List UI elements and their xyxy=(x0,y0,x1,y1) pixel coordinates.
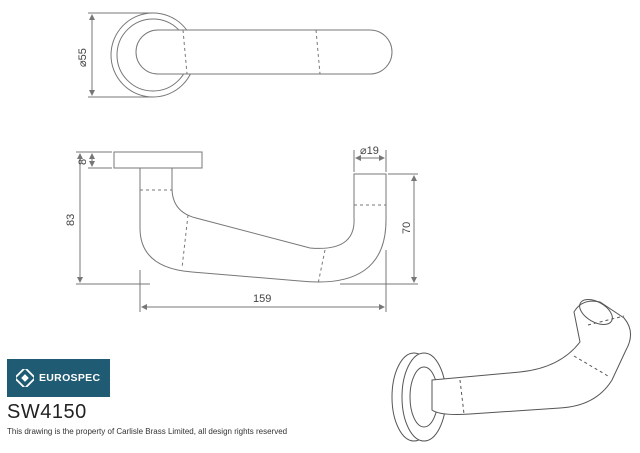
rose-thickness-label: 8 xyxy=(77,159,89,165)
persp-lever-body xyxy=(431,300,631,415)
projection-label: 83 xyxy=(65,214,77,226)
perspective-view xyxy=(391,299,631,442)
eurospec-logo: EUROSPEC xyxy=(7,359,110,397)
side-view xyxy=(76,150,418,312)
lever-top-body xyxy=(135,29,393,75)
top-view xyxy=(88,12,393,98)
copyright-notice: This drawing is the property of Carlisle… xyxy=(7,427,288,436)
persp-seam-2 xyxy=(573,355,609,377)
lever-diameter-label: ⌀19 xyxy=(360,145,379,157)
product-code: SW4150 xyxy=(7,401,87,423)
rose-diameter-label: ⌀55 xyxy=(77,48,89,67)
persp-seam-3 xyxy=(587,315,625,326)
lever-length-label: 159 xyxy=(253,293,271,305)
persp-lever-tip xyxy=(579,299,613,325)
side-seam-2 xyxy=(181,214,189,269)
seam-2 xyxy=(315,29,321,75)
eurospec-mark-icon xyxy=(16,369,34,387)
lever-height-label: 70 xyxy=(401,222,413,234)
brand-name: EUROSPEC xyxy=(39,372,101,384)
seam-1 xyxy=(182,29,188,75)
lever-side-body xyxy=(139,167,387,283)
rose-side xyxy=(113,151,203,169)
